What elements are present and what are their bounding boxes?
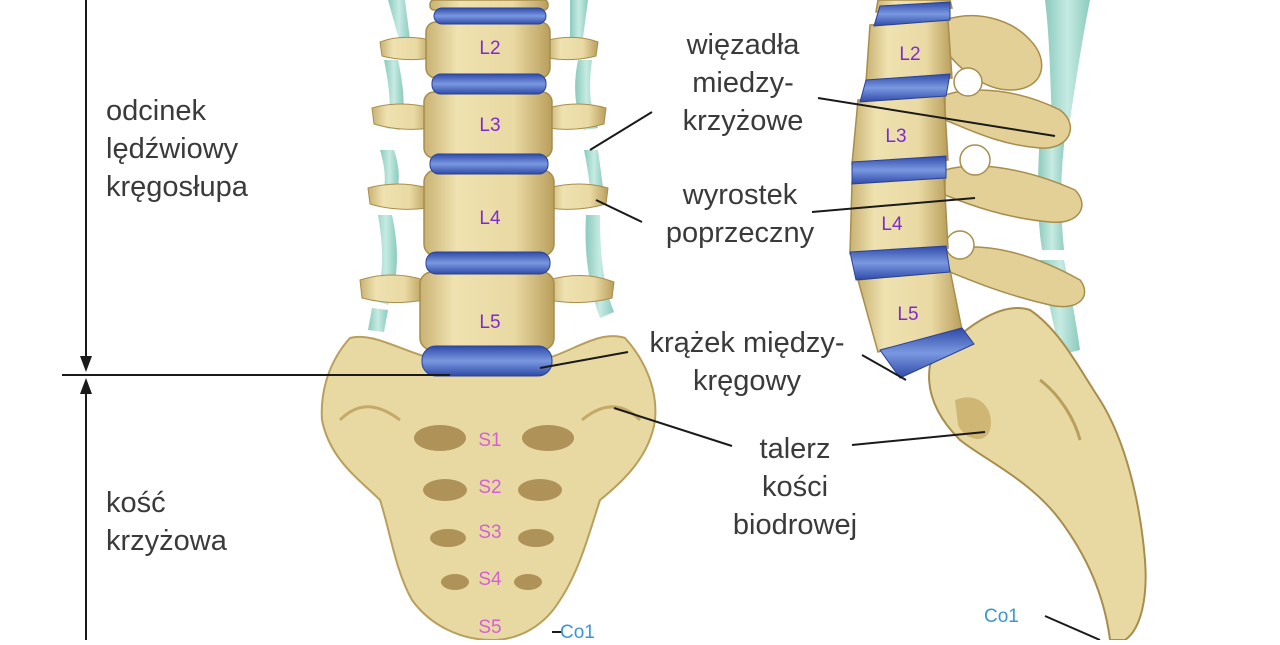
lumbar-region-line: lędźwiowy — [106, 133, 239, 165]
ligaments-line: miedzy- — [692, 67, 794, 99]
side-vertebra-label: L4 — [881, 214, 903, 235]
iliac-line: talerz — [759, 433, 831, 465]
ligaments-callout: więzadła miedzy- krzyżowe — [658, 26, 828, 140]
sacral-label: S1 — [478, 430, 501, 451]
lumbar-region-label: odcinek lędźwiowy kręgosłupa — [106, 92, 248, 206]
iliac-line: biodrowej — [732, 509, 858, 541]
side-vertebral-bodies — [849, 0, 963, 353]
front-vertebra-label: L3 — [479, 115, 500, 136]
front-vertebra-label: L5 — [479, 312, 500, 333]
front-vertebra-label: L4 — [479, 208, 501, 229]
disc-line: kręgowy — [693, 365, 801, 397]
front-vertebra-label: L2 — [479, 38, 500, 59]
lumbar-region-line: kręgosłupa — [106, 171, 248, 203]
front-transverse-processes — [359, 36, 615, 304]
iliac-line: kości — [761, 471, 829, 503]
side-sacrum — [928, 307, 1147, 641]
iliac-callout: talerz kości biodrowej — [712, 430, 878, 544]
sacral-label: S5 — [478, 617, 501, 638]
sacrum-region-line: krzyżowa — [106, 525, 227, 557]
front-vertebra-labels: L2 L3 L4 L5 — [479, 38, 501, 333]
lumbar-region-line: odcinek — [106, 95, 206, 127]
disc-line: krążek między- — [649, 327, 845, 359]
ligaments-line: więzadła — [686, 29, 800, 61]
side-vertebra-label: L5 — [897, 304, 918, 325]
disc-callout: krążek między- kręgowy — [632, 324, 862, 400]
front-discs — [421, 7, 553, 377]
side-coccyx-label: Co1 — [984, 606, 1019, 627]
side-vertebra-label: L2 — [899, 44, 920, 65]
side-vertebra-labels: L2 L3 L4 L5 — [881, 44, 920, 325]
front-coccyx-label: Co1 — [560, 622, 595, 640]
sacral-label: S4 — [478, 569, 502, 590]
transverse-process-line: wyrostek — [682, 179, 798, 211]
sacrum-region-line: kość — [106, 487, 166, 519]
transverse-process-callout: wyrostek poprzeczny — [640, 176, 840, 252]
side-vertebra-label: L3 — [885, 126, 906, 147]
front-sacrum — [320, 335, 657, 642]
sacral-label: S3 — [478, 522, 501, 543]
ligaments-line: krzyżowe — [682, 105, 804, 137]
sacral-label: S2 — [478, 477, 501, 498]
transverse-process-line: poprzeczny — [665, 217, 815, 249]
sacrum-region-label: kość krzyżowa — [106, 484, 227, 560]
leader-lines — [539, 97, 1101, 641]
region-brackets — [62, 0, 450, 640]
side-discs — [849, 1, 975, 379]
side-processes — [944, 15, 1086, 308]
front-sacral-labels: S1 S2 S3 S4 S5 — [478, 430, 502, 638]
